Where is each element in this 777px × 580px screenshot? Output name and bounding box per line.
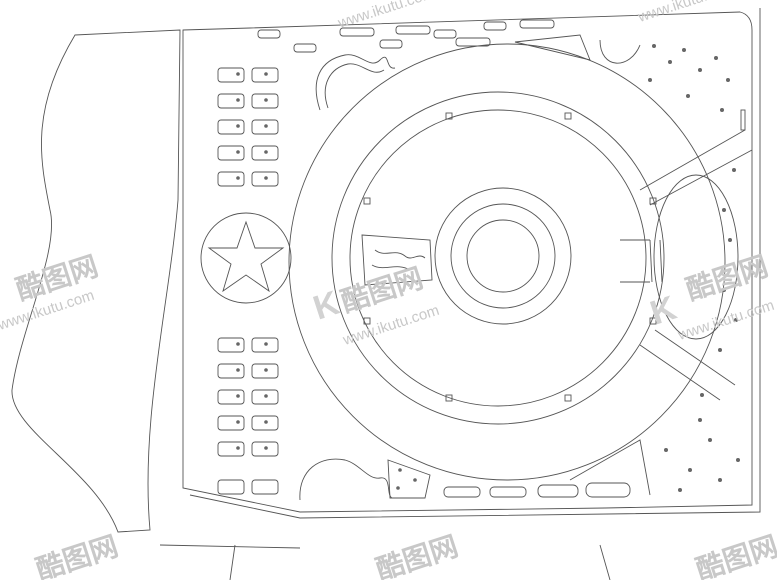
central-garden-bed	[361, 234, 433, 286]
inner-plaza-ring	[349, 109, 647, 407]
east-edge-marker	[740, 109, 746, 131]
benches-south	[443, 482, 631, 498]
parking-bays-west	[217, 67, 279, 495]
central-garden-detail	[371, 249, 426, 271]
meander-bed-south	[299, 458, 393, 501]
left-plot-boundary	[11, 29, 181, 533]
outer-plaza-ring	[288, 43, 726, 481]
watermark-brand-bottom-center: 酷图网	[372, 530, 461, 580]
se-path	[639, 329, 736, 401]
meander-bed-north-inner	[324, 63, 385, 109]
sw-path	[569, 439, 651, 496]
meander-bed-north	[315, 54, 396, 111]
benches-north	[257, 19, 555, 53]
ne-path	[639, 129, 753, 206]
fountain-outer-ring	[434, 187, 572, 325]
fountain-inner	[466, 219, 540, 293]
tree-dots	[236, 44, 740, 492]
inner-block-outline	[159, 8, 761, 580]
ne-corner-arc	[599, 39, 641, 64]
watermark-brand-bottom-right: 酷图网	[692, 530, 777, 580]
watermark-brand-bottom-left: 酷图网	[32, 530, 121, 580]
sw-planter	[387, 459, 431, 499]
star-emblem	[207, 220, 285, 293]
middle-plaza-ring	[331, 91, 665, 425]
fountain-basin	[450, 203, 556, 309]
star-emblem-circle	[200, 212, 292, 304]
east-oval-plaza	[653, 174, 739, 340]
ring-markers	[363, 112, 657, 402]
main-block-outline	[182, 11, 753, 513]
watermark-url-top: www.ikutu.com	[335, 0, 436, 32]
watermark-brand-right: 酷图网	[682, 250, 771, 305]
east-stage-steps	[620, 239, 663, 283]
watermark-logo-right: K	[646, 289, 682, 333]
ne-wedge-bed	[514, 34, 591, 61]
